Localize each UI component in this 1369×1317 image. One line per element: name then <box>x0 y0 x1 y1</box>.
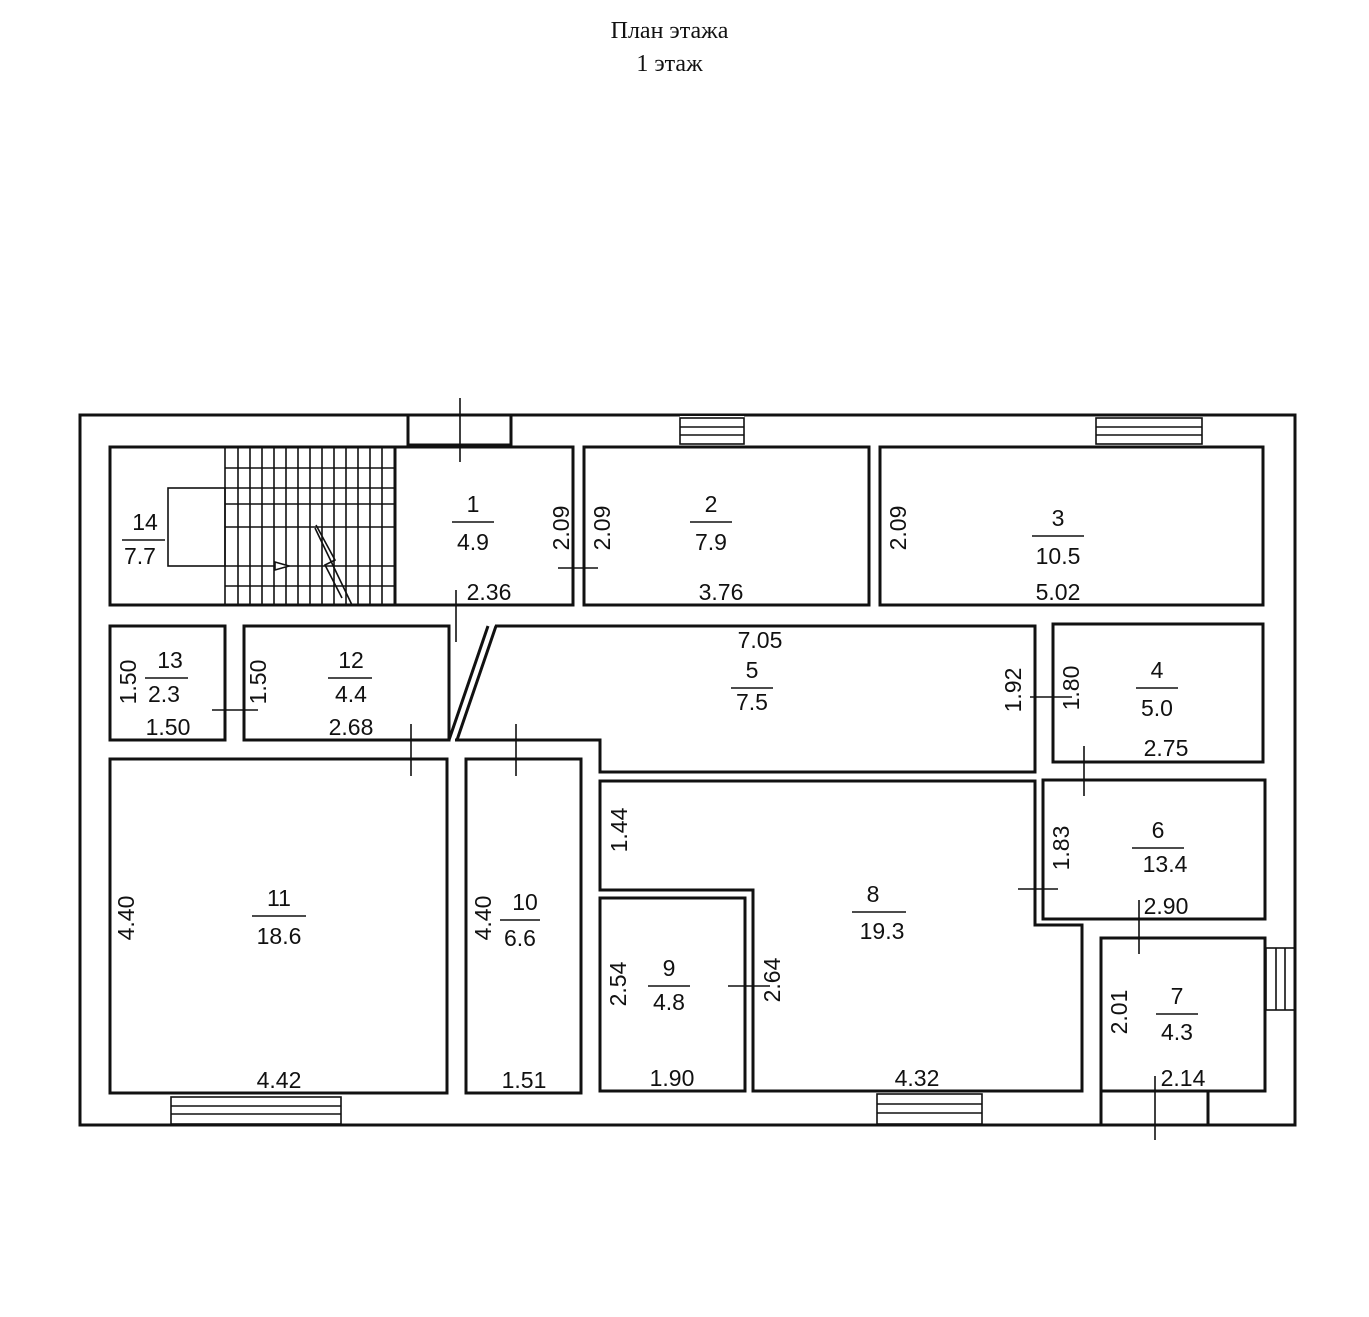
dim-r12-height: 1.50 <box>245 660 271 705</box>
room-label-6: 6 13.4 <box>1132 817 1188 877</box>
dim-r2-height: 2.09 <box>589 506 615 551</box>
dim-r4-height: 1.80 <box>1058 666 1084 711</box>
dim-r9-side: 2.64 <box>759 957 785 1002</box>
dim-r3-width: 5.02 <box>1036 579 1081 605</box>
room-label-5: 5 7.5 <box>731 657 773 715</box>
room-area-8: 19.3 <box>860 918 905 944</box>
dim-r11-height: 4.40 <box>113 896 139 941</box>
window-top-2 <box>680 416 744 444</box>
room-number-9: 9 <box>663 955 676 981</box>
room-number-5: 5 <box>746 657 759 683</box>
room-area-10: 6.6 <box>504 925 536 951</box>
dim-r5-width: 7.05 <box>738 627 783 653</box>
diagonal-wall-b <box>455 625 498 741</box>
room-area-3: 10.5 <box>1036 543 1081 569</box>
room-area-13: 2.3 <box>148 681 180 707</box>
room-6-outline <box>1041 778 1267 921</box>
room-label-9: 9 4.8 <box>648 955 690 1015</box>
room-number-13: 13 <box>157 647 183 673</box>
dim-r4-width: 2.75 <box>1144 735 1189 761</box>
room-label-1: 1 4.9 <box>452 491 494 555</box>
room-12-outline <box>242 624 451 742</box>
dim-r2-width: 3.76 <box>699 579 744 605</box>
room-label-14: 14 7.7 <box>122 509 165 569</box>
dim-r5-height: 1.92 <box>1000 668 1026 713</box>
room-label-7: 7 4.3 <box>1156 983 1198 1045</box>
door-markers <box>212 398 1156 1140</box>
room-number-4: 4 <box>1151 657 1164 683</box>
room-area-5: 7.5 <box>736 689 768 715</box>
dim-r3-height: 2.09 <box>885 506 911 551</box>
room-label-11: 11 18.6 <box>252 885 306 949</box>
room-area-9: 4.8 <box>653 989 685 1015</box>
room-13-outline <box>108 624 227 742</box>
dim-r13-width: 1.50 <box>146 714 191 740</box>
room-area-11: 18.6 <box>257 923 302 949</box>
room-11-outline <box>108 757 449 1095</box>
window-bottom-11-frame <box>170 1096 342 1125</box>
room-number-7: 7 <box>1171 983 1184 1009</box>
room-number-11: 11 <box>267 885 291 911</box>
room-2-outline <box>582 445 871 607</box>
dim-r10-height: 4.40 <box>470 896 496 941</box>
room-number-2: 2 <box>705 491 718 517</box>
room-4-outline <box>1051 622 1265 764</box>
room-7-outline <box>1099 936 1267 1093</box>
exterior-wall-outer <box>78 413 1297 1127</box>
room-9-outline <box>598 896 747 1093</box>
room-area-6: 13.4 <box>1143 851 1188 877</box>
room-area-7: 4.3 <box>1161 1019 1193 1045</box>
room-label-3: 3 10.5 <box>1032 505 1084 569</box>
dim-r9-height: 2.54 <box>605 961 631 1006</box>
dim-r1-width: 2.36 <box>467 579 512 605</box>
room-label-2: 2 7.9 <box>690 491 732 555</box>
room-area-14: 7.7 <box>124 543 156 569</box>
room-label-4: 4 5.0 <box>1136 657 1178 721</box>
room-number-14: 14 <box>132 509 158 535</box>
window-bottom-8-frame <box>876 1093 983 1125</box>
room-label-13: 13 2.3 <box>145 647 188 707</box>
room-10-outline <box>464 757 583 1095</box>
plan-title: План этажа <box>610 18 729 44</box>
dim-r1-height: 2.09 <box>548 506 574 551</box>
dim-r7-height: 2.01 <box>1106 990 1132 1035</box>
room-area-12: 4.4 <box>335 681 367 707</box>
staircase <box>167 448 394 606</box>
room-number-3: 3 <box>1052 505 1065 531</box>
room-label-12: 12 4.4 <box>328 647 372 707</box>
room-number-6: 6 <box>1152 817 1165 843</box>
plan-subtitle: 1 этаж <box>636 51 703 77</box>
room-3-outline <box>878 445 1265 607</box>
window-top-3-frame <box>1095 417 1203 445</box>
room-number-10: 10 <box>512 889 538 915</box>
dim-r9-width: 1.90 <box>650 1065 695 1091</box>
room-number-12: 12 <box>338 647 364 673</box>
dim-r11-width: 4.42 <box>257 1067 302 1093</box>
room-area-1: 4.9 <box>457 529 489 555</box>
room-5-outline <box>455 624 1037 774</box>
room-label-8: 8 19.3 <box>852 881 906 944</box>
dim-r10-width: 1.51 <box>502 1067 547 1093</box>
dim-r6-height: 1.83 <box>1048 826 1074 871</box>
dim-r13-height: 1.50 <box>115 660 141 705</box>
room-1-outline <box>393 445 575 607</box>
dim-r8-width: 4.32 <box>895 1065 940 1091</box>
dim-r7-width: 2.14 <box>1161 1065 1206 1091</box>
room-8-outline <box>598 779 1084 1093</box>
dim-r6-width: 2.90 <box>1144 893 1189 919</box>
room-area-2: 7.9 <box>695 529 727 555</box>
room-number-1: 1 <box>467 491 480 517</box>
room-number-8: 8 <box>867 881 880 907</box>
dim-r12-width: 2.68 <box>329 714 374 740</box>
room-label-10: 10 6.6 <box>500 889 540 951</box>
window-right-7-frame <box>1265 947 1296 1011</box>
diagonal-wall-a <box>447 625 490 741</box>
window-top-2-frame <box>679 417 745 445</box>
dim-r8-height: 1.44 <box>606 807 632 852</box>
room-area-4: 5.0 <box>1141 695 1173 721</box>
